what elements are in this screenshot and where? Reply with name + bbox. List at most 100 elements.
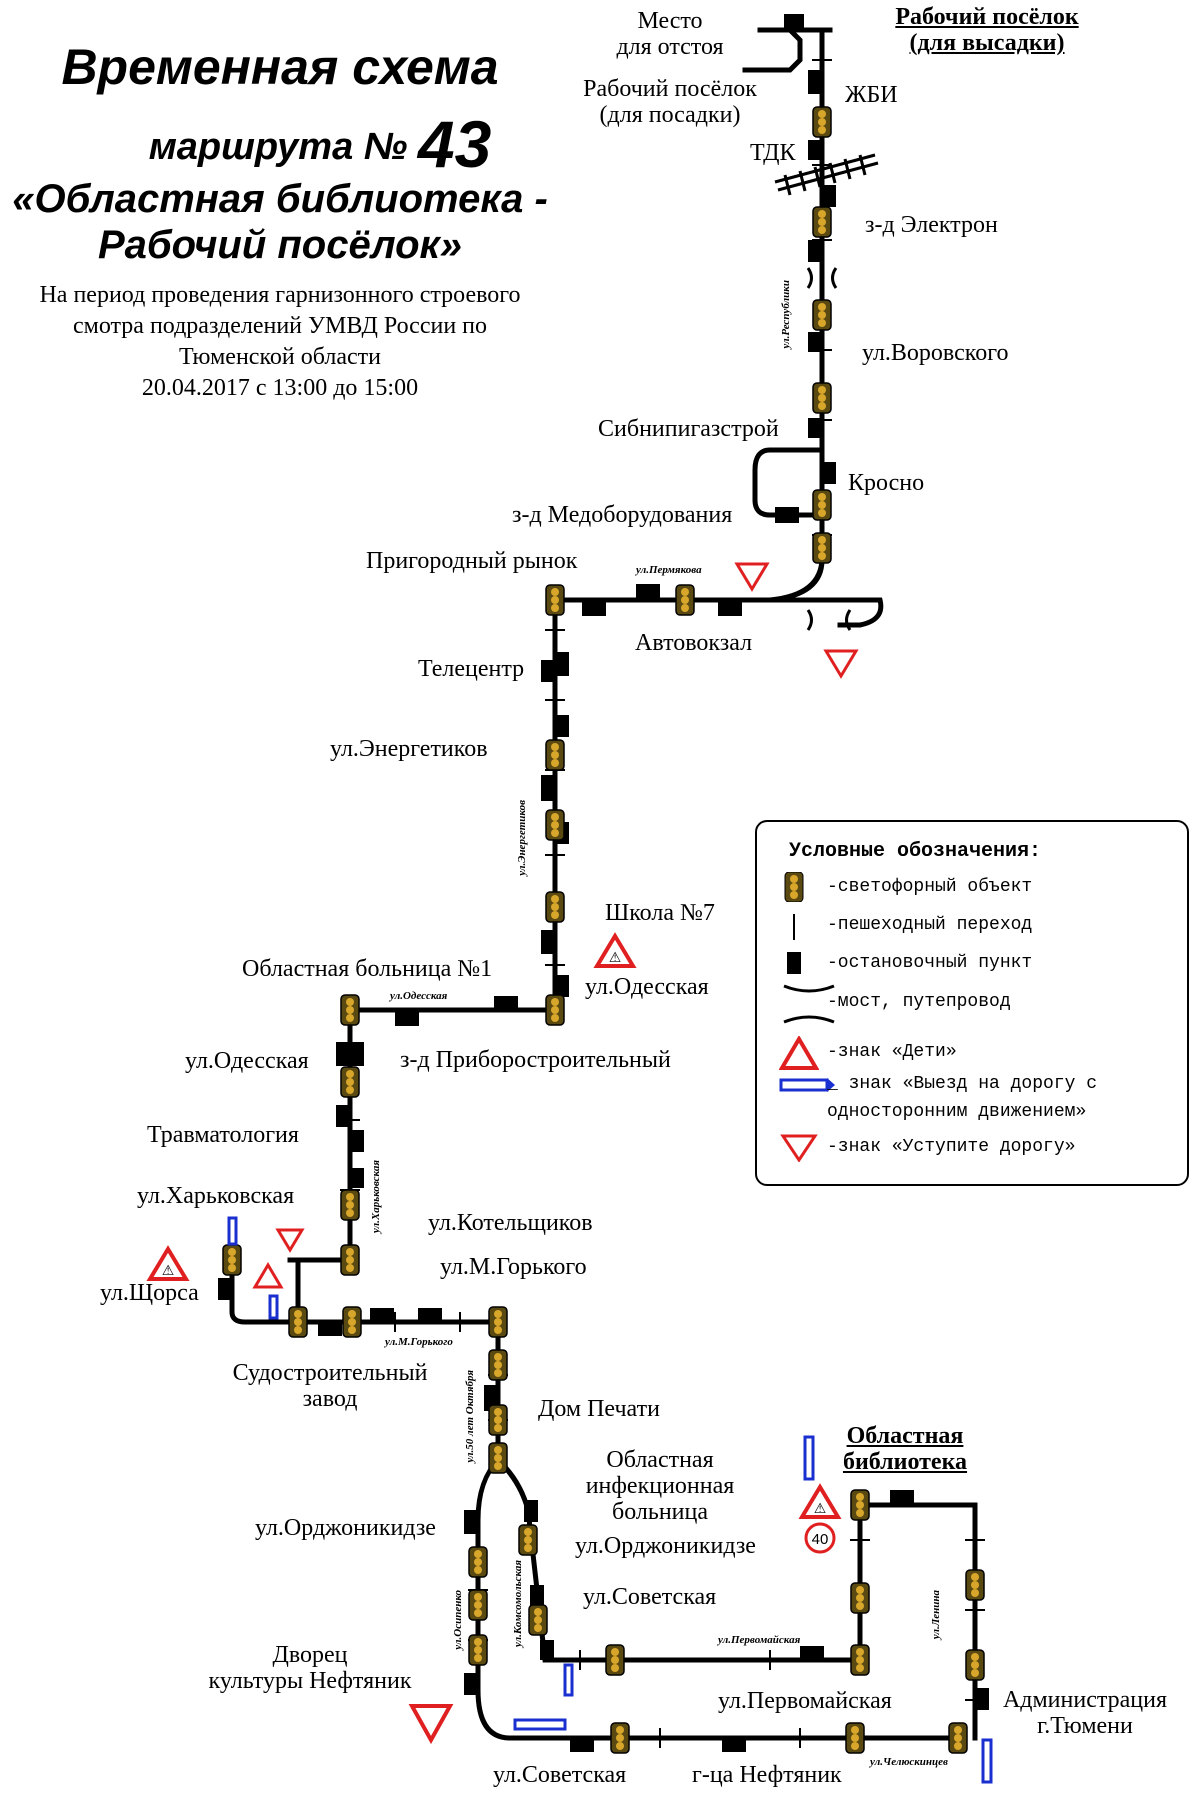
speed-limit-value: 40 <box>812 1531 829 1548</box>
street-label-chelyuskincev: ул.Челюскинцев <box>870 1756 948 1768</box>
stop-label-line: библиотека <box>842 1449 968 1475</box>
stop-label-energetikov: ул.Энергетиков <box>330 736 488 762</box>
stop-label-rabochiy-vysadka: Рабочий посёлок (для высадки) <box>882 4 1092 56</box>
stop-label-sovetskaya-bottom: ул.Советская <box>493 1762 627 1788</box>
route-number: 43 <box>417 107 492 181</box>
street-label-oktyabrya: ул.50 лет Октября <box>464 1370 476 1463</box>
bus-stops <box>218 14 989 1752</box>
stop-label-odesskaya-right: ул.Одесская <box>585 974 709 1000</box>
speed-limit-sign-icon: 40 <box>804 1522 836 1554</box>
street-label-komsomolskaya: ул.Комсомольская <box>512 1560 524 1648</box>
stop-label-line: г.Тюмени <box>1037 1713 1133 1739</box>
stop-label-shkola7: Школа №7 <box>605 900 715 926</box>
crosswalk-icon <box>793 914 795 940</box>
route-name-line2: Рабочий посёлок» <box>97 223 463 267</box>
street-label-odesskaya: ул.Одесская <box>390 990 448 1002</box>
stop-label-tdk: ТДК <box>750 140 796 166</box>
stop-label-dom-pechati: Дом Печати <box>538 1396 660 1422</box>
stop-label-ordzhonikidze-right: ул.Орджоникидзе <box>575 1533 756 1559</box>
stop-label-gorkogo: ул.М.Горького <box>440 1254 587 1280</box>
stop-label-infekc: Областная инфекционная больница <box>575 1447 745 1525</box>
svg-text:⚠: ⚠ <box>162 1263 175 1279</box>
stop-label-kotelshikov: ул.Котельщиков <box>428 1210 593 1236</box>
legend-item-label: _ знак «Выезд на дорогу с <box>827 1074 1098 1094</box>
bridge-icon <box>806 267 852 631</box>
legend-item-label: -знак «Дети» <box>827 1042 957 1062</box>
legend-item-label: -знак «Уступите дорогу» <box>827 1137 1076 1157</box>
stop-label-biblioteka: Областная библиотека <box>830 1423 980 1475</box>
stop-label-sudostroit: Судостроительный завод <box>215 1360 445 1412</box>
stop-label-dvorec: Дворец культуры Нефтяник <box>185 1642 435 1694</box>
route-name-line1: «Областная библиотека - <box>12 177 548 221</box>
street-label-energetikov: ул.Энергетиков <box>516 800 528 876</box>
stop-label-shorsa: ул.Щорса <box>100 1280 199 1306</box>
route-name: «Областная библиотека - Рабочий посёлок» <box>0 176 560 268</box>
stop-label-line: (для высадки) <box>909 30 1065 56</box>
street-label-gorkogo: ул.М.Горького <box>385 1336 453 1348</box>
stop-label-sovetskaya-mid: ул.Советская <box>583 1584 717 1610</box>
stop-label-line: Администрация <box>1002 1687 1168 1713</box>
stop-label-line: Рабочий посёлок <box>895 4 1079 30</box>
legend-item-label: -остановочный пункт <box>827 953 1033 973</box>
bridge-icon <box>783 984 835 1024</box>
stop-label-depot: Место для отстоя <box>610 8 730 60</box>
stop-label-gca-neftyanik: г-ца Нефтяник <box>692 1762 842 1788</box>
stop-label-harkovskaya: ул.Харьковская <box>137 1183 295 1209</box>
stop-label-line: для отстоя <box>616 34 724 60</box>
stop-label-medoborud: з-д Медоборудования <box>512 502 733 528</box>
stop-label-line: Место <box>637 8 703 34</box>
stop-label-krosno: Кросно <box>848 470 925 496</box>
subtitle-line: смотра подразделений УМВД России по <box>72 313 488 339</box>
svg-text:⚠: ⚠ <box>609 950 622 966</box>
stop-label-line: Судостроительный <box>232 1360 428 1386</box>
children-sign-icon: ⚠ ⚠ ⚠ <box>146 932 842 1519</box>
traffic-light-icon <box>784 872 804 902</box>
stop-label-line: Дворец <box>272 1642 348 1668</box>
stop-label-odesskaya-left: ул.Одесская <box>185 1048 309 1074</box>
scheme-title: Временная схема <box>61 39 499 95</box>
legend-item-label: односторонним движением» <box>827 1102 1087 1122</box>
legend-item-label: -пешеходный переход <box>827 915 1033 935</box>
stop-label-prigorod: Пригородный рынок <box>366 548 578 574</box>
street-label-harkovskaya: ул.Харьковская <box>370 1160 382 1234</box>
stop-label-vorovskogo: ул.Воровского <box>862 340 1009 366</box>
stop-label-telecentr: Телецентр <box>418 656 525 682</box>
legend-panel: Условные обозначения: -светофорный объек… <box>755 820 1189 1186</box>
stop-label-administraciya: Администрация г.Тюмени <box>985 1687 1185 1739</box>
stop-label-priborostroit: з-д Приборостроительный <box>400 1047 671 1073</box>
scheme-subtitle: На период проведения гарнизонного строев… <box>0 280 560 404</box>
stop-label-elektron: з-д Электрон <box>865 212 998 238</box>
stop-label-line: инфекционная <box>585 1473 735 1499</box>
subtitle-line: Тюменской области <box>179 344 381 370</box>
one-way-exit-sign-icon <box>227 1216 993 1784</box>
yield-sign-icon <box>275 562 859 1745</box>
stop-label-line: больница <box>612 1499 708 1525</box>
stop-label-line: Областная <box>606 1447 714 1473</box>
railway <box>774 153 879 196</box>
street-label-lenina: ул.Ленина <box>930 1590 942 1640</box>
street-label-pervomayskaya: ул.Первомайская <box>718 1634 801 1646</box>
svg-text:⚠: ⚠ <box>814 1501 827 1517</box>
stop-label-zhbi: ЖБИ <box>845 82 898 108</box>
stop-label-pervomayskaya: ул.Первомайская <box>718 1688 892 1714</box>
stop-label-avtovokzal: Автовокзал <box>635 630 753 656</box>
stop-label-rabochiy-posadka: Рабочий посёлок (для посадки) <box>570 76 770 128</box>
stop-label-line: Рабочий посёлок <box>583 76 757 102</box>
stop-label-ordzhonikidze-left: ул.Орджоникидзе <box>255 1515 436 1541</box>
yield-sign-icon <box>780 1134 818 1162</box>
stop-label-line: (для посадки) <box>599 102 741 128</box>
bus-stop-icon <box>787 952 801 974</box>
stop-label-travmatologiya: Травматология <box>147 1122 299 1148</box>
legend-item-label: -мост, путепровод <box>827 992 1011 1012</box>
street-label-osipenko: ул.Осипенко <box>452 1590 464 1650</box>
stop-label-sibnipi: Сибнипигазстрой <box>598 416 779 442</box>
route-title-label: маршрута № <box>148 126 408 168</box>
subtitle-date: 20.04.2017 с 13:00 до 15:00 <box>141 375 419 401</box>
legend-item-label: -светофорный объект <box>827 877 1033 897</box>
street-label-respubliki: ул.Республики <box>780 280 792 349</box>
legend-title: Условные обозначения: <box>789 840 1042 863</box>
one-way-exit-sign-icon <box>779 1078 835 1092</box>
stop-label-line: Областная <box>846 1423 964 1449</box>
children-sign-icon <box>779 1036 819 1070</box>
